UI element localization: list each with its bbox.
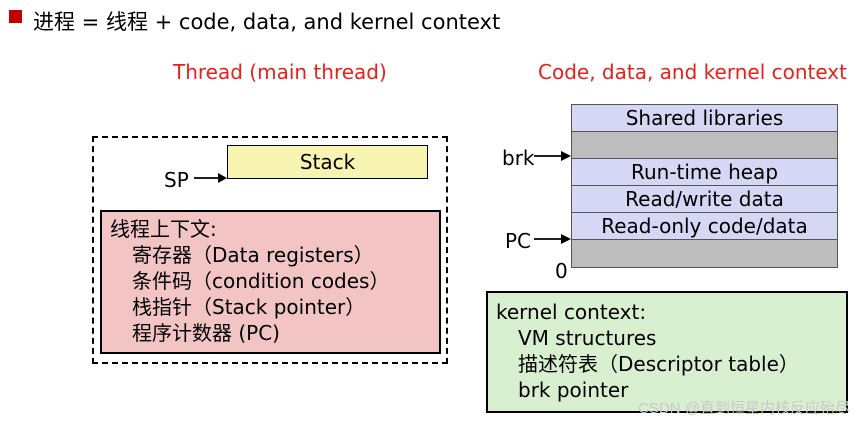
thread-dashed-box bbox=[92, 136, 448, 364]
segment-shared-libraries: Shared libraries bbox=[572, 105, 837, 132]
sp-arrow-icon bbox=[194, 173, 227, 183]
brk-label: brk bbox=[502, 146, 535, 170]
pc-label: PC bbox=[505, 229, 532, 253]
thread-context-box: 线程上下文: 寄存器（Data registers） 条件码（condition… bbox=[100, 210, 441, 354]
watermark-text: CSDN @直到恒星内核反应殆尽 bbox=[638, 400, 850, 417]
bullet-square-icon bbox=[9, 10, 22, 23]
context-item-registers: 寄存器（Data registers） bbox=[132, 243, 374, 267]
thread-context-heading: 线程上下文: bbox=[110, 217, 217, 241]
stack-block: Stack bbox=[227, 145, 428, 179]
address-zero-label: 0 bbox=[555, 259, 568, 283]
kernel-item-descriptor-table: 描述符表（Descriptor table） bbox=[518, 352, 799, 376]
segment-gap-heap bbox=[572, 132, 837, 159]
code-context-title: Code, data, and kernel context bbox=[538, 60, 847, 84]
segment-runtime-heap: Run-time heap bbox=[572, 159, 837, 186]
heading: 进程 = 线程 + code, data, and kernel context bbox=[33, 10, 501, 34]
context-item-stack-pointer: 栈指针（Stack pointer） bbox=[132, 295, 366, 319]
sp-label: SP bbox=[164, 168, 189, 192]
context-item-condition-codes: 条件码（condition codes） bbox=[132, 269, 390, 293]
kernel-context-heading: kernel context: bbox=[496, 300, 647, 324]
segment-read-write-data: Read/write data bbox=[572, 186, 837, 213]
context-item-program-counter: 程序计数器 (PC) bbox=[132, 321, 280, 345]
memory-layout: Shared libraries Run-time heap Read/writ… bbox=[571, 104, 838, 268]
segment-gap-bottom bbox=[572, 240, 837, 267]
thread-title: Thread (main thread) bbox=[173, 60, 387, 84]
segment-read-only-code: Read-only code/data bbox=[572, 213, 837, 240]
kernel-item-brk-pointer: brk pointer bbox=[518, 378, 629, 402]
pc-arrow-icon bbox=[534, 234, 571, 244]
kernel-item-vm-structures: VM structures bbox=[518, 326, 657, 350]
kernel-context-box: kernel context: VM structures 描述符表（Descr… bbox=[486, 291, 848, 413]
brk-arrow-icon bbox=[534, 151, 571, 161]
